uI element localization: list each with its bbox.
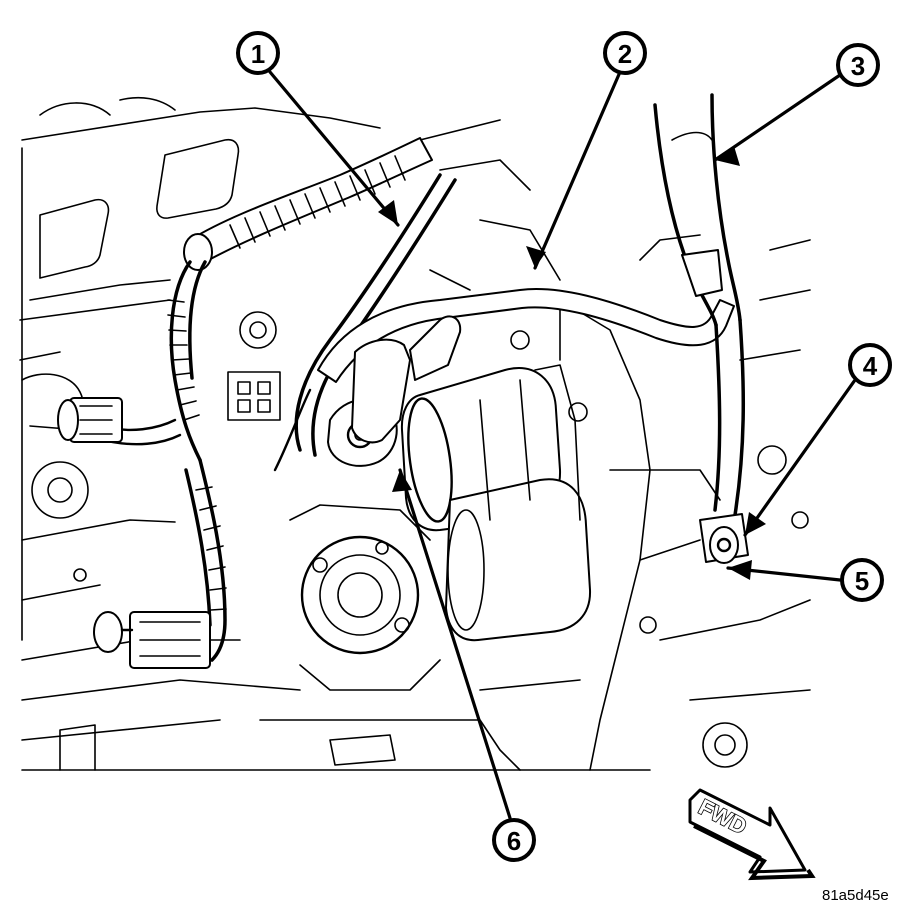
callout-1: 1	[236, 31, 280, 75]
leader-line-2	[533, 70, 622, 270]
callout-2: 2	[603, 31, 647, 75]
leader-line-4	[743, 378, 857, 537]
callout-6: 6	[492, 818, 536, 862]
arrowhead-5	[728, 560, 752, 580]
callout-label-6: 6	[507, 826, 521, 856]
starter-motor	[327, 364, 592, 642]
leader-line-6	[398, 468, 512, 820]
engine-block-linework	[19, 96, 811, 771]
callout-label-2: 2	[618, 39, 632, 69]
callout-label-4: 4	[863, 351, 878, 381]
leader-line-1	[268, 70, 400, 227]
callout-4: 4	[848, 343, 892, 387]
wiring-harness	[57, 93, 749, 669]
arrowhead-6	[392, 470, 412, 492]
callout-3: 3	[836, 43, 880, 87]
callout-5: 5	[840, 558, 884, 602]
arrowhead-1	[378, 200, 398, 225]
callout-label-3: 3	[851, 51, 865, 81]
arrowhead-2	[526, 246, 546, 268]
arrowhead-4	[745, 512, 766, 535]
leader-line-3	[713, 73, 842, 162]
callout-label-1: 1	[251, 39, 265, 69]
forward-direction-arrow: FWD	[688, 788, 816, 881]
arrowhead-3	[715, 146, 740, 166]
leader-lines	[268, 70, 857, 820]
figure-id: 81a5d45e	[822, 887, 889, 904]
leader-arrowheads	[378, 146, 766, 580]
callout-label-5: 5	[855, 566, 869, 596]
